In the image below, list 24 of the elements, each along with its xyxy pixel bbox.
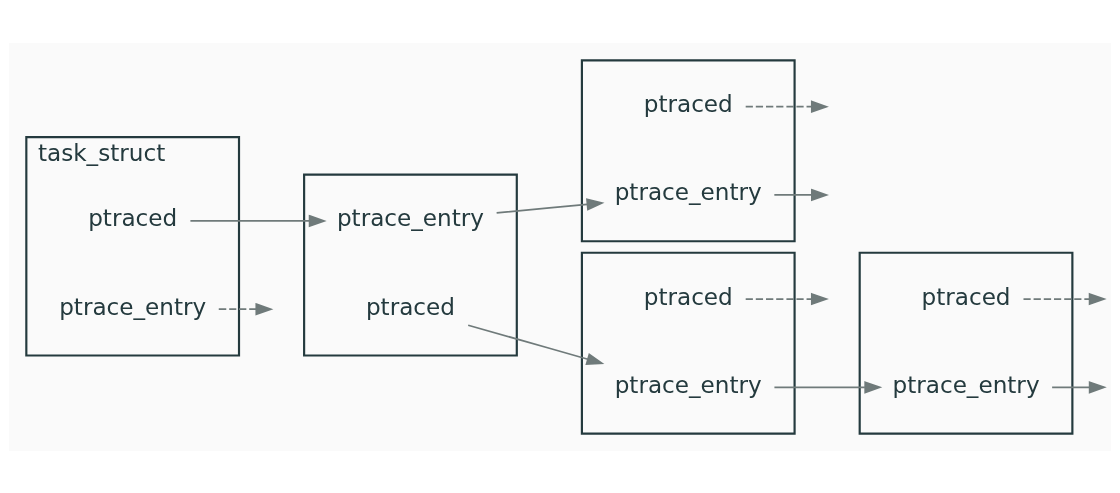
arrow [1051, 380, 1107, 394]
arrow [217, 302, 274, 315]
node-text: ptrace_entry [59, 293, 207, 320]
node-text: ptraced [365, 293, 455, 320]
cluster [858, 251, 1074, 435]
node-text: ptrace_entry [892, 371, 1040, 398]
arrow [1022, 292, 1107, 305]
cluster [580, 251, 796, 435]
arrow [189, 214, 327, 227]
cluster [580, 58, 796, 242]
node-text: ptrace_entry [614, 371, 762, 398]
node-text: ptraced [643, 90, 733, 117]
node-text: ptraced [921, 283, 1011, 310]
arrow [467, 323, 605, 365]
arrow [773, 380, 883, 394]
arrow [744, 292, 829, 305]
node-text: ptraced [88, 204, 178, 231]
node-text: ptraced [643, 283, 733, 310]
node-text: ptrace_entry [336, 204, 484, 231]
arrow [495, 197, 605, 214]
cluster [303, 173, 518, 357]
arrow [744, 99, 829, 113]
arrow [773, 188, 829, 201]
node-text: ptrace_entry [614, 178, 762, 205]
